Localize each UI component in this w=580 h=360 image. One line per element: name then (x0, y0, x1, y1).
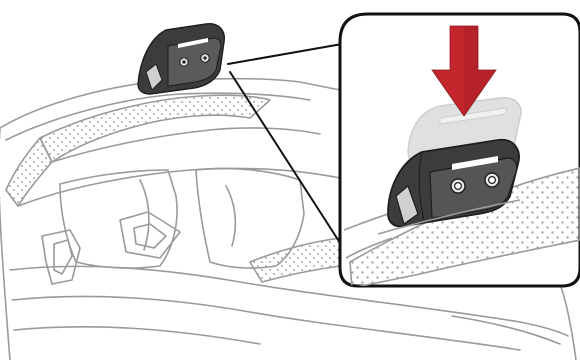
strap-buckle-detail (53, 239, 73, 275)
mounting-plate-small-clip (145, 63, 163, 91)
zoom-shell-curve-2 (345, 237, 393, 259)
mounting-plate-large-clip (395, 185, 419, 225)
cheek-pad-right-inner (225, 185, 237, 247)
liner-inner-curve-1 (51, 127, 321, 163)
callout-leader-lines (227, 43, 343, 247)
mounting-plate-large-slot (452, 156, 498, 170)
mounting-plate-large (387, 138, 520, 228)
chin-vent-inner (133, 223, 167, 249)
insert-direction-arrow-icon (431, 25, 497, 117)
helmet-brim-right (451, 315, 561, 345)
helmet-brim-3 (13, 326, 261, 345)
liner-inner-curve-2 (17, 167, 341, 207)
liner-left-pad (5, 137, 53, 207)
insert-direction-arrow-shade (464, 26, 496, 116)
mounting-plate-small-face (167, 37, 222, 87)
mounting-plate-small-slot (178, 38, 208, 48)
cheek-pad-left-inner (139, 179, 150, 251)
mounting-plate-large-edge (418, 151, 425, 221)
helmet (0, 77, 577, 360)
mounting-plate-small (137, 23, 225, 95)
zoom-liner-front-edge (377, 199, 521, 235)
helmet-brim-1 (9, 265, 569, 337)
liner-top-band (39, 94, 271, 163)
strap-buckle (41, 229, 81, 285)
helmet-brim-2 (11, 295, 521, 351)
chin-vent (119, 211, 181, 259)
callout-bubble (338, 12, 580, 288)
helmet-shell-inner-rim (5, 92, 311, 141)
